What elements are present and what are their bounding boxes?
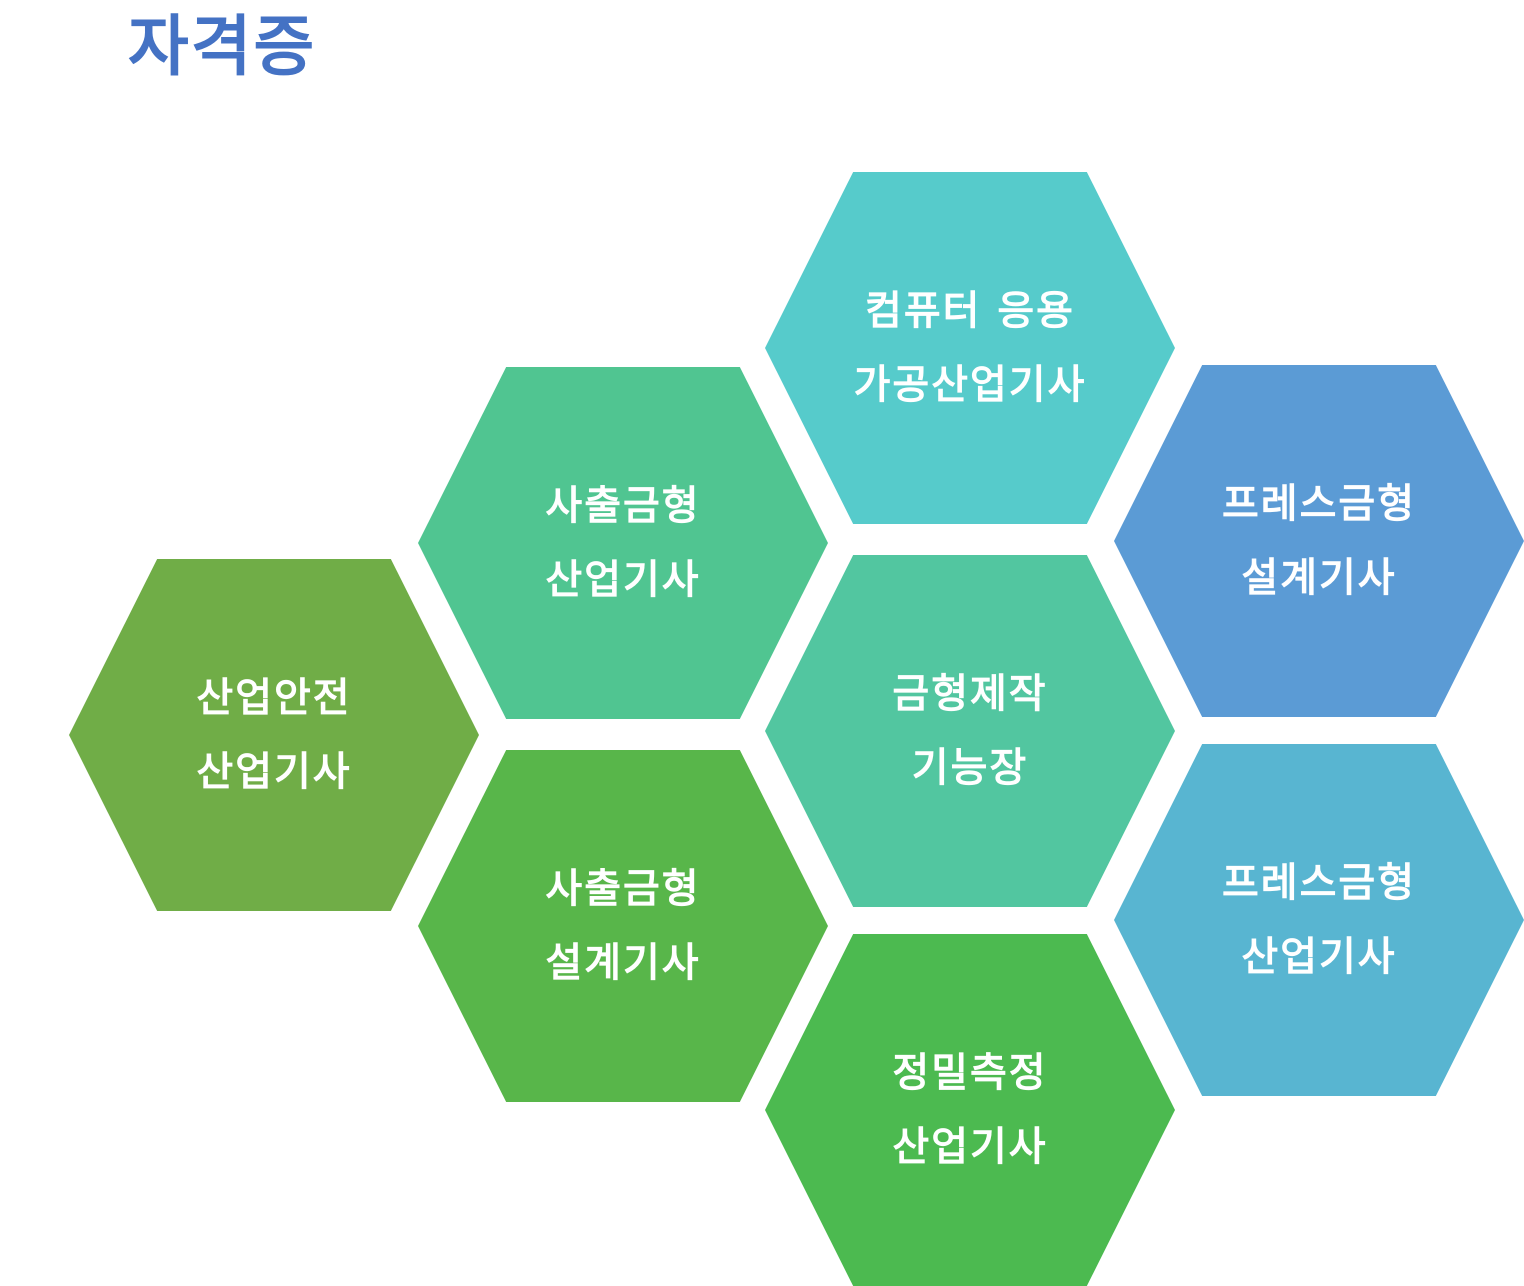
page-title: 자격증 <box>128 8 317 85</box>
hexagon-label-line-1: 사출금형 <box>545 866 701 912</box>
hexagon-label-line-2: 기능장 <box>911 745 1029 791</box>
hexagon-injection-mold-industrial: 사출금형 산업기사 <box>418 367 828 719</box>
hexagon-mold-making-master: 금형제작 기능장 <box>765 555 1175 907</box>
hexagon-label-line-1: 컴퓨터 응용 <box>865 288 1075 334</box>
hexagon-label-line-1: 정밀측정 <box>892 1050 1048 1096</box>
hexagon-label-line-2: 산업기사 <box>196 749 352 795</box>
hexagon-label-line-1: 프레스금형 <box>1222 481 1416 527</box>
hexagon-injection-mold-design: 사출금형 설계기사 <box>418 750 828 1102</box>
hexagon-label-line-2: 산업기사 <box>1241 934 1397 980</box>
hexagon-label-line-1: 프레스금형 <box>1222 860 1416 906</box>
hexagon-label-line-1: 사출금형 <box>545 483 701 529</box>
hexagon-label-line-2: 설계기사 <box>545 940 701 986</box>
hexagon-press-mold-industrial: 프레스금형 산업기사 <box>1114 744 1524 1096</box>
hexagon-label-line-2: 설계기사 <box>1241 555 1397 601</box>
hexagon-industrial-safety: 산업안전 산업기사 <box>69 559 479 911</box>
hexagon-label-line-2: 산업기사 <box>892 1124 1048 1170</box>
hexagon-label-line-2: 산업기사 <box>545 557 701 603</box>
hexagon-label-line-2: 가공산업기사 <box>853 362 1087 408</box>
hexagon-label-line-1: 금형제작 <box>892 671 1048 717</box>
hexagon-precision-measurement: 정밀측정 산업기사 <box>765 934 1175 1286</box>
hexagon-label-line-1: 산업안전 <box>196 675 352 721</box>
hexagon-press-mold-design: 프레스금형 설계기사 <box>1114 365 1524 717</box>
hexagon-computer-machining: 컴퓨터 응용 가공산업기사 <box>765 172 1175 524</box>
